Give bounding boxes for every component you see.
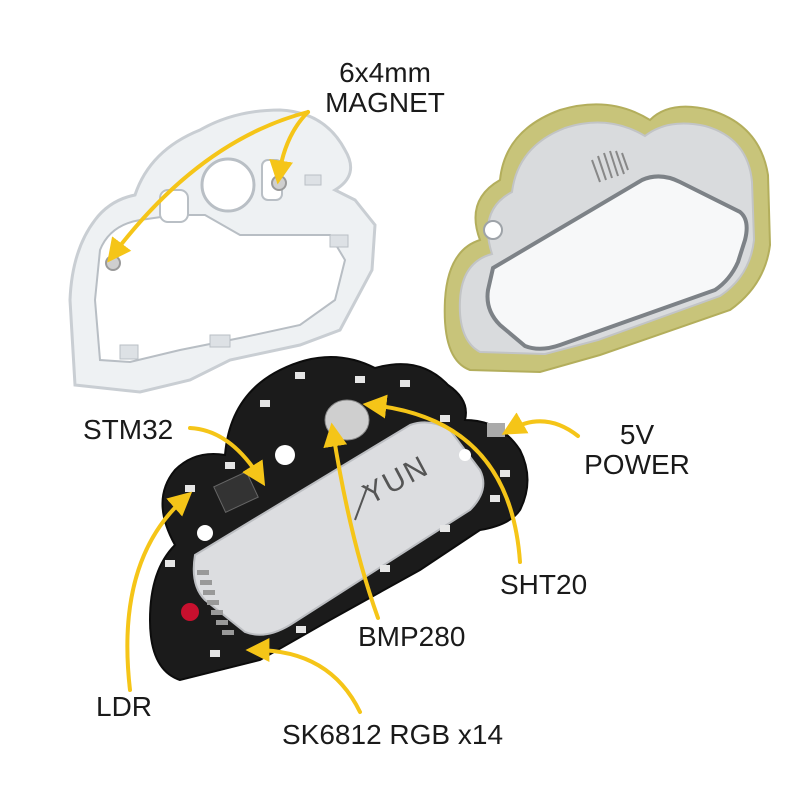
arrow-magnet-right <box>269 110 310 185</box>
magnet-left <box>105 255 121 271</box>
label-bmp280: BMP280 <box>358 621 466 652</box>
power-connector <box>487 423 505 437</box>
label-sk6812: SK6812 RGB x14 <box>282 719 504 750</box>
arrow-ldr <box>125 491 193 692</box>
label-power-voltage: 5V <box>619 419 655 450</box>
pcb-hole <box>275 445 295 465</box>
label-power-name: POWER <box>584 449 690 480</box>
callout-arrows <box>107 110 580 714</box>
arrow-sk6812 <box>245 638 362 714</box>
label-magnet: 6x4mm MAGNET <box>300 58 470 118</box>
arrow-sht20 <box>362 394 522 564</box>
led-array <box>165 372 510 657</box>
label-sht20: SHT20 <box>500 569 588 600</box>
arrow-stm32 <box>188 426 266 487</box>
vent-grille <box>591 150 629 183</box>
front-panel <box>443 103 772 374</box>
label-magnet-size: 6x4mm <box>339 57 431 88</box>
label-magnet-name: MAGNET <box>325 87 445 118</box>
label-stm32: STM32 <box>83 414 174 445</box>
label-ldr: LDR <box>96 691 153 722</box>
pcb-board: YUN <box>148 356 529 682</box>
ldr-sensor <box>181 603 199 621</box>
magnet-right <box>271 175 287 191</box>
arrow-bmp280 <box>323 422 380 620</box>
arrow-magnet-left <box>107 110 310 263</box>
acrylic-frame <box>68 108 377 394</box>
label-power: 5V POWER <box>572 420 702 480</box>
connector-pins <box>197 570 234 635</box>
arrow-power <box>501 412 580 438</box>
panel-hole <box>483 220 503 240</box>
